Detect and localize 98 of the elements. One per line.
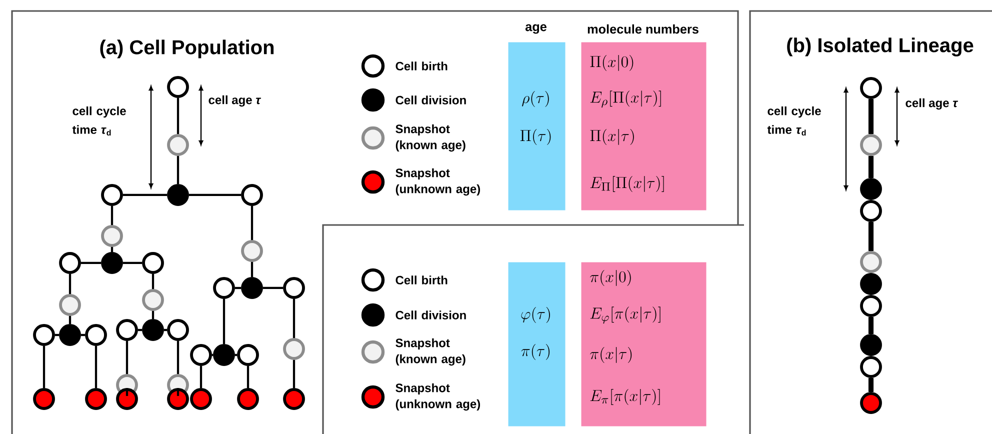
legend-text: Snapshot (known age) xyxy=(396,124,466,152)
snapshot-circle xyxy=(116,388,138,410)
branch-line xyxy=(234,354,238,356)
branch-line xyxy=(222,298,226,344)
branch-line xyxy=(126,340,128,374)
branch-line xyxy=(68,316,72,324)
legend-text: Cell birth xyxy=(396,62,448,70)
legend-text: Cell division xyxy=(396,310,466,320)
snapshot-circle xyxy=(85,388,107,410)
branch-line xyxy=(868,222,874,252)
cell-birth-circle xyxy=(33,324,55,346)
legend-text: Snapshot (known age) xyxy=(396,338,466,366)
branch-line xyxy=(80,262,102,264)
branch-line xyxy=(110,206,114,226)
snapshot-circle xyxy=(283,388,305,410)
branch-line xyxy=(54,334,60,336)
annotation: cell age τ xyxy=(208,95,262,107)
cell-birth-circle xyxy=(116,319,138,341)
legend-text: Snapshot (unknown age) xyxy=(396,383,480,411)
branch-line xyxy=(176,340,180,374)
snapshot-circle xyxy=(59,294,81,316)
snapshot-circle xyxy=(283,338,305,360)
branch-line xyxy=(138,328,142,332)
branch-line xyxy=(200,366,202,388)
branch-line xyxy=(262,286,284,290)
snapshot-circle xyxy=(241,240,263,262)
legend-text: Cell birth xyxy=(396,276,448,284)
branch-line xyxy=(176,98,180,134)
node-label: age xyxy=(525,24,546,34)
annotation: cell cycle time τ$_{d}$ xyxy=(767,106,821,136)
table-column: $\pi(x|0)$ $E_\varphi[\pi(x|\tau)]$ $\pi(x|\tau)$ $E_\pi[\pi(x|\tau)]$ xyxy=(581,262,706,426)
branch-line xyxy=(176,156,180,184)
snapshot-circle xyxy=(860,134,882,156)
branch-line xyxy=(152,274,154,290)
cell-birth-circle xyxy=(860,295,882,317)
branch-line xyxy=(188,194,242,196)
snapshot-circle xyxy=(167,134,189,156)
branch-line xyxy=(122,194,168,196)
cell-birth-circle xyxy=(167,319,189,341)
branch-line xyxy=(212,354,214,356)
cell-birth-circle xyxy=(85,324,107,346)
cell-birth-circle xyxy=(167,76,189,98)
cell-birth-circle xyxy=(283,277,305,299)
annotation: cell cycle time τ$_{d}$ xyxy=(72,106,126,136)
branch-line xyxy=(122,262,142,264)
node-label: molecule numbers xyxy=(588,24,698,34)
cell-division-circle xyxy=(213,344,235,366)
table-column: $\varphi(\tau)$ $\pi(\tau)$ xyxy=(508,262,566,426)
branch-line xyxy=(250,262,254,278)
cell-division-circle xyxy=(167,184,189,206)
branch-line xyxy=(234,286,242,290)
branch-line xyxy=(126,388,128,396)
cell-birth-circle xyxy=(237,344,259,366)
cell-birth-circle xyxy=(860,200,882,222)
cell-division-circle xyxy=(860,178,882,200)
cell-division-circle xyxy=(860,273,882,295)
cell-birth-circle xyxy=(860,77,882,99)
snapshot-circle xyxy=(190,388,212,410)
branch-line xyxy=(68,274,72,294)
cell-division-circle xyxy=(59,324,81,346)
cell-division-circle xyxy=(860,334,882,356)
cell-division-circle xyxy=(142,319,164,341)
cell-birth-circle xyxy=(59,252,81,274)
branch-line xyxy=(42,346,46,388)
cell-birth-circle xyxy=(241,184,263,206)
branch-line xyxy=(292,360,296,388)
snapshot-circle xyxy=(33,388,55,410)
snapshot-circle xyxy=(101,225,123,247)
branch-line xyxy=(868,156,874,178)
snapshot-circle xyxy=(167,388,189,410)
snapshot-circle xyxy=(237,388,259,410)
cell-division-circle xyxy=(101,252,123,274)
cell-birth-circle xyxy=(860,356,882,378)
branch-line xyxy=(176,388,180,396)
branch-line xyxy=(246,366,250,388)
table-column: molecule numbers $\Pi(x|0)$ $E_\rho[\Pi(x|\tau)]$ $\Pi(x|\tau)$ $E_\Pi[\Pi(x|\tau)]$ xyxy=(581,24,706,210)
snapshot-circle xyxy=(860,392,882,414)
legend-text: Cell division xyxy=(396,96,466,104)
table-column: age $\rho(\tau)$ $\Pi(\tau)$ xyxy=(508,24,566,210)
snapshot-circle xyxy=(860,251,882,273)
branch-line xyxy=(80,334,86,336)
branch-line xyxy=(110,246,114,252)
branch-line xyxy=(164,328,168,332)
legend-text: Snapshot (unknown age) xyxy=(396,168,480,196)
branch-line xyxy=(250,206,254,240)
cell-birth-circle xyxy=(142,252,164,274)
cell-birth-circle xyxy=(213,277,235,299)
branch-line xyxy=(94,346,98,388)
branch-line xyxy=(868,98,874,134)
branch-line xyxy=(868,378,874,392)
cell-birth-circle xyxy=(190,344,212,366)
cell-division-circle xyxy=(241,277,263,299)
branch-line xyxy=(152,310,154,320)
branch-line xyxy=(868,316,874,334)
cell-birth-circle xyxy=(101,184,123,206)
branch-line xyxy=(292,298,296,338)
snapshot-circle xyxy=(142,289,164,311)
annotation: cell age τ xyxy=(906,98,958,110)
